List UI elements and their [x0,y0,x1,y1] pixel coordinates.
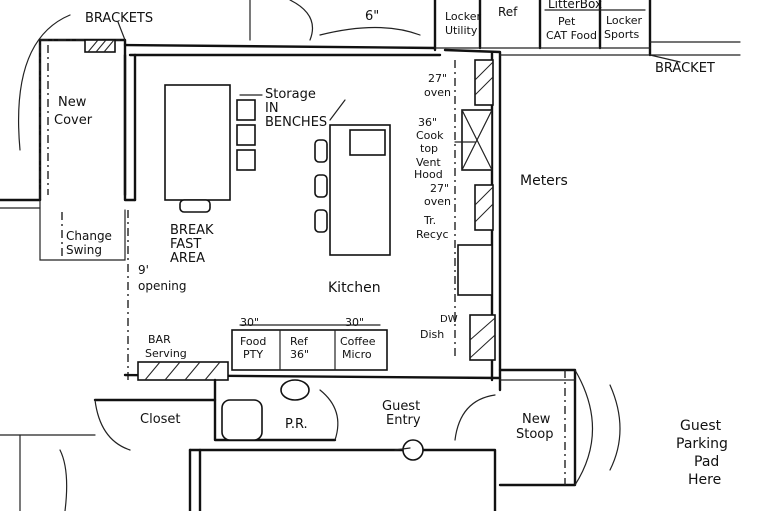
label-recyc-1: Tr. [423,214,436,227]
label-litter-box: LitterBox [548,0,602,11]
label-breakfast-2: FAST [170,237,201,252]
label-parking-4: Here [688,472,721,488]
label-storage-3: BENCHES [265,115,327,130]
label-food-pty-1: Food [240,335,266,348]
label-opening-2: opening [138,279,187,293]
label-new-stoop-2: Stoop [516,427,554,442]
hatched-blocks [84,39,496,381]
label-oven27-top-1: 27" [428,72,447,85]
label-parking-2: Parking [676,436,728,452]
bottom-appliances [231,324,388,371]
label-guest-entry-1: Guest [382,399,420,414]
label-ref-top: Ref [498,5,518,19]
label-coffee-1: Coffee [340,335,376,348]
label-cooktop-1: 36" [418,116,437,129]
label-coffee-2: Micro [342,348,372,361]
kitchen-island [314,99,391,256]
plan-labels: BRACKETS 6" Locker Utility Ref LitterBox… [54,0,728,488]
label-change-swing-2: Swing [66,243,102,257]
label-kitchen: Kitchen [328,280,381,296]
label-storage-2: IN [265,101,279,116]
label-oven27-top-2: oven [424,86,451,99]
label-locker-utility-2: Utility [445,24,478,37]
label-dw: DW [440,314,458,325]
label-parking-1: Guest [680,418,722,434]
label-ref36-2: 36" [290,348,309,361]
label-closet: Closet [140,412,181,427]
new-cover-outline [17,14,126,261]
label-coffee-dim: 30" [345,316,364,329]
label-oven27-bot-2: oven [424,195,451,208]
cooktop [457,109,493,296]
label-locker-sports-2: Sports [604,28,640,41]
label-pet-cat-food-2: CAT Food [546,29,597,42]
label-new-cover-1: New [58,95,87,110]
label-oven27-bot-1: 27" [430,182,449,195]
label-bracket: BRACKET [655,61,715,76]
label-pet-cat-food-1: Pet [558,15,576,28]
label-brackets: BRACKETS [85,11,153,26]
label-food-pty-dim: 30" [240,316,259,329]
label-six-ft: 6" [365,9,379,24]
label-bar-1: BAR [148,333,171,346]
label-new-cover-2: Cover [54,113,93,128]
breakfast-table [164,84,256,213]
label-guest-entry-2: Entry [386,413,421,428]
label-breakfast-3: AREA [170,251,205,266]
leader-lines [117,21,681,451]
label-meters: Meters [520,173,568,189]
new-stoop [498,368,621,487]
label-storage-1: Storage [265,87,316,102]
label-parking-3: Pad [694,454,719,470]
label-bar-2: Serving [145,347,187,360]
label-cooktop-2: Cook [416,129,444,142]
label-new-stoop-1: New [522,412,551,427]
label-dish: Dish [420,328,444,341]
label-cooktop-3: top [420,142,438,155]
label-opening-1: 9' [138,263,149,277]
label-locker-utility-1: Locker [445,10,481,23]
label-change-swing-1: Change [66,229,112,243]
lower-rooms [0,378,497,511]
label-ref36-1: Ref [290,335,309,348]
top-utility-row [249,0,741,57]
label-pr: P.R. [285,417,308,432]
label-vent-1: Vent [416,156,441,169]
label-vent-2: Hood [414,168,443,181]
label-locker-sports-1: Locker [606,14,642,27]
label-breakfast-1: BREAK [170,223,214,238]
label-recyc-2: Recyc [416,228,449,241]
label-food-pty-2: PTY [243,348,263,361]
